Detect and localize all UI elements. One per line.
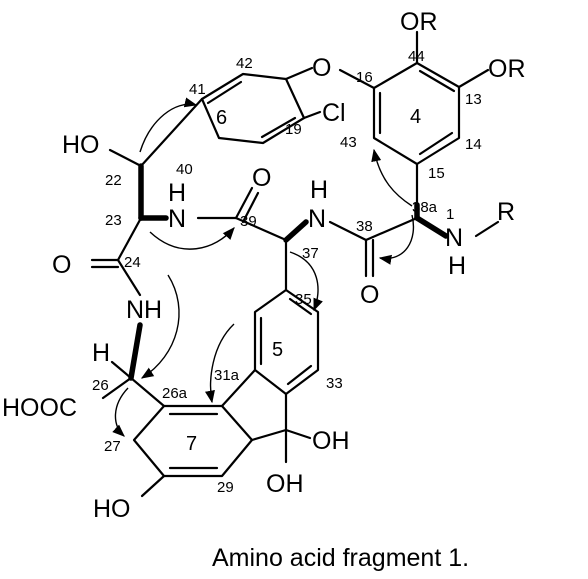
label-h-23: H [168,179,186,207]
backbone-bonds [90,148,500,408]
num-44: 44 [408,48,425,65]
label-n-37: N [308,205,326,233]
num-40: 40 [176,161,193,178]
label-r-38a: R [497,198,515,226]
num-16: 16 [356,69,373,86]
num-ring-4: 4 [410,106,421,128]
label-n-23: N [168,205,186,233]
num-26: 26 [92,377,109,394]
label-o-24: O [52,251,71,279]
label-or-top: OR [400,8,438,36]
ring-7-bonds [132,404,312,498]
num-37: 37 [302,245,319,262]
num-35: 35 [295,291,312,308]
label-or-right: OR [488,55,526,83]
label-h-37: H [310,176,328,204]
ring-5-bonds [220,288,320,432]
num-33: 33 [326,375,343,392]
num-1: 1 [446,206,454,223]
num-15: 15 [428,165,445,182]
num-14: 14 [465,136,482,153]
atom-labels: OR OR O Cl HO N H O H N N R H O O NH H H… [2,8,526,523]
ring-6-bonds [139,66,322,168]
num-27: 27 [104,438,121,455]
num-38a: 38a [412,199,438,216]
locant-numbers: 44 16 13 4 42 41 6 19 43 14 15 40 22 23 … [92,48,482,496]
num-24: 24 [124,254,141,271]
num-26a: 26a [162,385,188,402]
label-o-38: O [360,281,379,309]
num-19: 19 [285,121,302,138]
num-ring-6: 6 [216,107,227,129]
num-13: 13 [465,91,482,108]
num-39: 39 [240,213,257,230]
num-29: 29 [217,479,234,496]
label-oh-a: OH [312,427,350,455]
figure-caption: Amino acid fragment 1. [212,544,469,572]
label-hooc: HOOC [2,394,77,422]
num-31a: 31a [214,367,240,384]
num-42: 42 [236,55,253,72]
num-ring-5: 5 [272,339,283,361]
num-23: 23 [105,212,122,229]
label-h-26: H [92,339,110,367]
num-38: 38 [356,218,373,235]
label-oh-b: OH [266,470,304,498]
num-43: 43 [340,134,357,151]
label-o-39: O [252,164,271,192]
label-ho-22: HO [62,131,100,159]
label-ether-oxygen: O [312,54,331,82]
num-22: 22 [105,172,122,189]
ring-4-bonds [338,30,490,207]
num-41: 41 [189,81,206,98]
label-chlorine: Cl [322,99,346,127]
label-n-38a: N [445,224,463,252]
label-h-38a: H [448,252,466,280]
correlation-arrows [112,97,415,437]
label-nh-24: NH [126,296,162,324]
label-ho-29: HO [93,495,131,523]
num-ring-7: 7 [186,433,197,455]
